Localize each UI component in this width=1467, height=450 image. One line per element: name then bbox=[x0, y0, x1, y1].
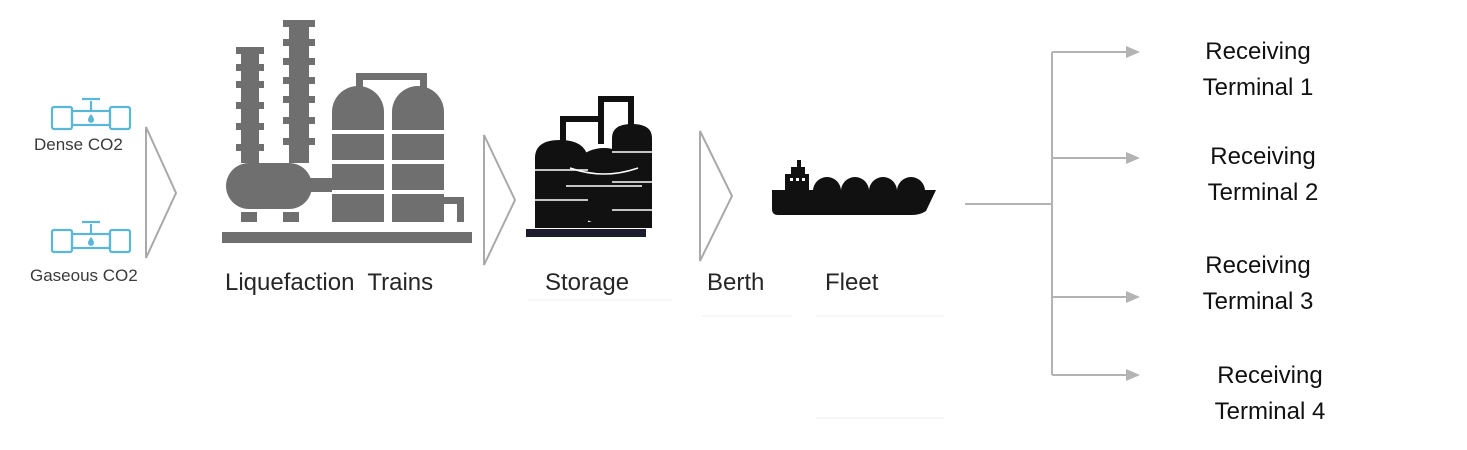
storage-tanks-icon bbox=[526, 96, 672, 301]
arrowhead bbox=[1126, 369, 1140, 381]
terminal-line1: Receiving bbox=[1210, 143, 1316, 170]
distribution-connector bbox=[965, 51, 1128, 376]
arrowhead bbox=[1126, 46, 1140, 58]
liquefaction-plant-icon bbox=[222, 20, 472, 243]
receiving-terminal-3: Receiving Terminal 3 bbox=[1188, 248, 1328, 320]
pipe-valve-icon bbox=[50, 220, 132, 254]
stage-label-storage: Storage bbox=[545, 269, 630, 296]
receiving-terminal-4: Receiving Terminal 4 bbox=[1200, 358, 1340, 430]
terminal-line1: Receiving bbox=[1217, 362, 1323, 389]
terminal-line1: Receiving bbox=[1205, 252, 1311, 279]
flow-chevron bbox=[145, 126, 178, 259]
terminal-line1: Receiving bbox=[1205, 38, 1311, 65]
stage-label-berth: Berth bbox=[707, 269, 765, 296]
pipe-valve-icon bbox=[50, 97, 132, 131]
input-label-dense-co2: Dense CO2 bbox=[34, 135, 123, 154]
input-label-gaseous-co2: Gaseous CO2 bbox=[30, 266, 138, 285]
column-bands bbox=[332, 130, 444, 194]
ship-window-details bbox=[790, 178, 805, 181]
terminal-line2: Terminal 3 bbox=[1202, 288, 1314, 315]
arrowheads bbox=[1126, 46, 1140, 381]
terminal-line2: Terminal 1 bbox=[1202, 74, 1314, 101]
receiving-terminal-1: Receiving Terminal 1 bbox=[1188, 34, 1328, 106]
flow-chevron bbox=[699, 130, 734, 262]
receiving-terminal-2: Receiving Terminal 2 bbox=[1193, 139, 1333, 211]
flow-chevron bbox=[483, 134, 517, 266]
stage-label-liquefaction-trains: Liquefaction Trains bbox=[225, 269, 434, 296]
arrowhead bbox=[1126, 291, 1140, 303]
lng-carrier-ship-icon bbox=[772, 160, 936, 215]
terminal-line2: Terminal 2 bbox=[1207, 179, 1319, 206]
stage-label-fleet: Fleet bbox=[825, 269, 879, 296]
terminal-line2: Terminal 4 bbox=[1214, 398, 1326, 425]
arrowhead bbox=[1126, 152, 1140, 164]
